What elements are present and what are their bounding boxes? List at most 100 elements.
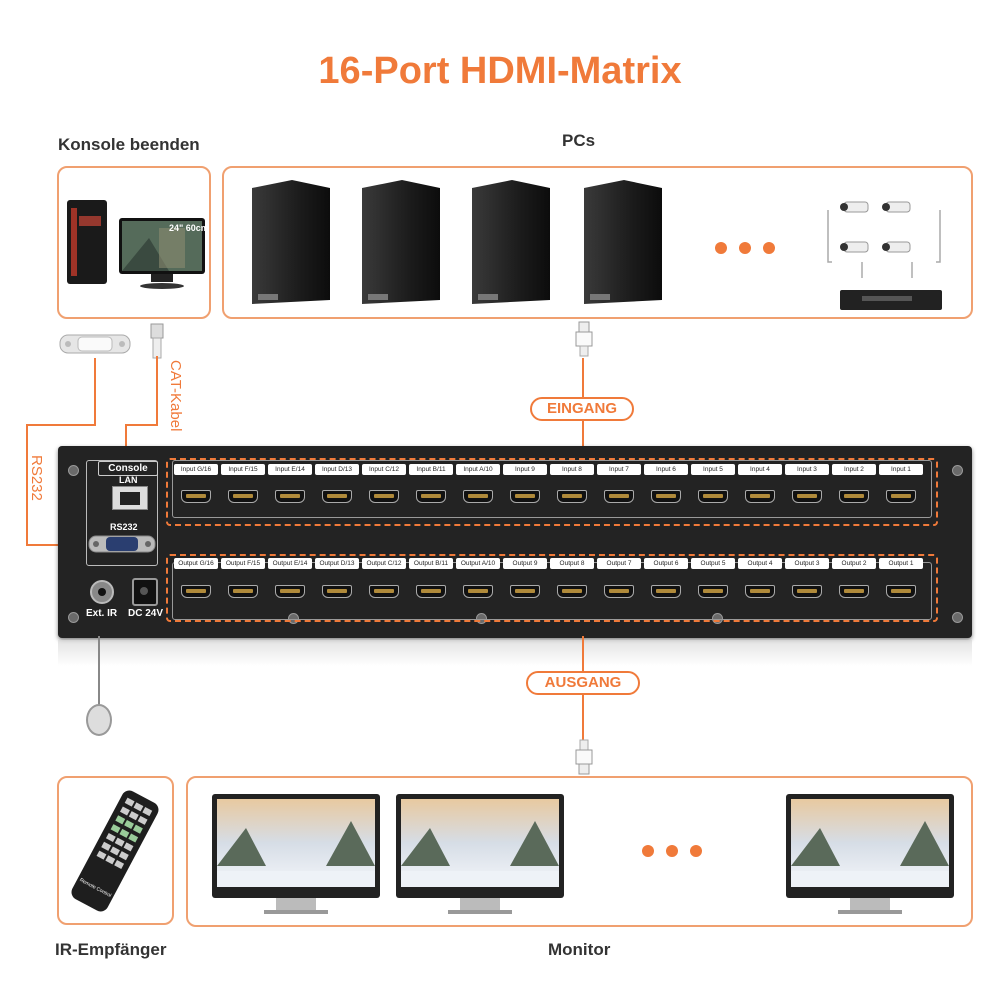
input-hdmi-port[interactable] (416, 490, 446, 503)
eingang-tag: EINGANG (530, 397, 634, 421)
input-hdmi-port[interactable] (698, 490, 728, 503)
output-hdmi-port[interactable] (275, 585, 305, 598)
output-hdmi-port[interactable] (698, 585, 728, 598)
rs232-label: RS232 (28, 455, 45, 501)
ext-ir-jack[interactable] (90, 580, 114, 604)
hdmi-matrix-device (58, 446, 972, 638)
input-hdmi-port[interactable] (604, 490, 634, 503)
ellipsis-dot (690, 845, 702, 857)
nvr-recorder-icon (840, 290, 942, 310)
input-label: Input 3 (785, 464, 829, 475)
output-hdmi-port[interactable] (557, 585, 587, 598)
output-hdmi-port[interactable] (745, 585, 775, 598)
screw-icon (288, 613, 299, 624)
output-label: Output C/12 (362, 558, 406, 569)
input-label: Input C/12 (362, 464, 406, 475)
input-hdmi-port[interactable] (181, 490, 211, 503)
cat-line (156, 356, 158, 426)
label-pcs: PCs (562, 131, 596, 150)
input-hdmi-port[interactable] (557, 490, 587, 503)
output-label: Output E/14 (268, 558, 312, 569)
lan-port[interactable] (112, 486, 148, 510)
cat-connector-icon (150, 323, 164, 359)
vga-connector-icon (59, 334, 131, 354)
input-hdmi-port[interactable] (792, 490, 822, 503)
ext-ir-label: Ext. IR (86, 608, 118, 619)
input-hdmi-port[interactable] (228, 490, 258, 503)
output-hdmi-port[interactable] (886, 585, 916, 598)
input-label: Input 8 (550, 464, 594, 475)
pc-tower-icon (362, 180, 440, 304)
pc-tower-icon (472, 180, 550, 304)
screw-icon (712, 613, 723, 624)
dc-jack[interactable] (132, 578, 158, 606)
dc-label: DC 24V (128, 608, 164, 619)
output-hdmi-port[interactable] (322, 585, 352, 598)
input-label: Input F/15 (221, 464, 265, 475)
input-hdmi-port[interactable] (745, 490, 775, 503)
monitor-size-label: 24" 60cm (169, 223, 209, 233)
output-hdmi-port[interactable] (181, 585, 211, 598)
ellipsis-dot (763, 242, 775, 254)
input-highlight (166, 458, 938, 526)
output-hdmi-port[interactable] (651, 585, 681, 598)
console-panel (86, 460, 158, 566)
input-label: Input E/14 (268, 464, 312, 475)
device-reflection (58, 640, 972, 666)
label-ir-receiver: IR-Empfänger (55, 940, 167, 959)
input-panel (172, 460, 932, 518)
monitor-icon (212, 794, 380, 914)
rs232-line (26, 424, 96, 426)
screw-icon (476, 613, 487, 624)
ellipsis-dot (715, 242, 727, 254)
output-label: Output A/10 (456, 558, 500, 569)
rs232-line (26, 424, 28, 546)
output-hdmi-port[interactable] (463, 585, 493, 598)
input-label: Input 7 (597, 464, 641, 475)
output-hdmi-port[interactable] (228, 585, 258, 598)
security-camera-icon (840, 201, 911, 253)
output-hdmi-port[interactable] (839, 585, 869, 598)
ellipsis-dot (739, 242, 751, 254)
cat-label: CAT-Kabel (167, 360, 184, 432)
input-hdmi-port[interactable] (463, 490, 493, 503)
output-label: Output F/15 (221, 558, 265, 569)
screw-icon (952, 612, 963, 623)
output-label: Output 2 (832, 558, 876, 569)
ir-cable (98, 636, 100, 706)
monitor-icon (786, 794, 954, 914)
input-hdmi-port[interactable] (510, 490, 540, 503)
input-label: Input 4 (738, 464, 782, 475)
input-label: Input A/10 (456, 464, 500, 475)
input-hdmi-port[interactable] (275, 490, 305, 503)
output-hdmi-port[interactable] (510, 585, 540, 598)
input-hdmi-port[interactable] (369, 490, 399, 503)
input-hdmi-port[interactable] (651, 490, 681, 503)
output-hdmi-port[interactable] (604, 585, 634, 598)
output-label: Output 3 (785, 558, 829, 569)
input-hdmi-port[interactable] (839, 490, 869, 503)
input-hdmi-port[interactable] (886, 490, 916, 503)
input-label: Input D/13 (315, 464, 359, 475)
output-label: Output 7 (597, 558, 641, 569)
cat-line (125, 424, 158, 426)
pc-tower-icon (252, 180, 330, 304)
output-label: Output B/11 (409, 558, 453, 569)
output-label: Output 6 (644, 558, 688, 569)
monitor-icon (396, 794, 564, 914)
ausgang-tag: AUSGANG (526, 671, 640, 695)
output-hdmi-port[interactable] (369, 585, 399, 598)
rs232-port[interactable] (88, 532, 156, 556)
label-console-exit: Konsole beenden (58, 135, 200, 154)
output-hdmi-port[interactable] (416, 585, 446, 598)
hdmi-plug-icon (575, 739, 593, 775)
input-label: Input 1 (879, 464, 923, 475)
output-hdmi-port[interactable] (792, 585, 822, 598)
input-label: Input 6 (644, 464, 688, 475)
screw-icon (68, 612, 79, 623)
output-label: Output 5 (691, 558, 735, 569)
input-hdmi-port[interactable] (322, 490, 352, 503)
monitor-icons (212, 794, 954, 914)
cat-line (125, 424, 127, 464)
screw-icon (68, 465, 79, 476)
